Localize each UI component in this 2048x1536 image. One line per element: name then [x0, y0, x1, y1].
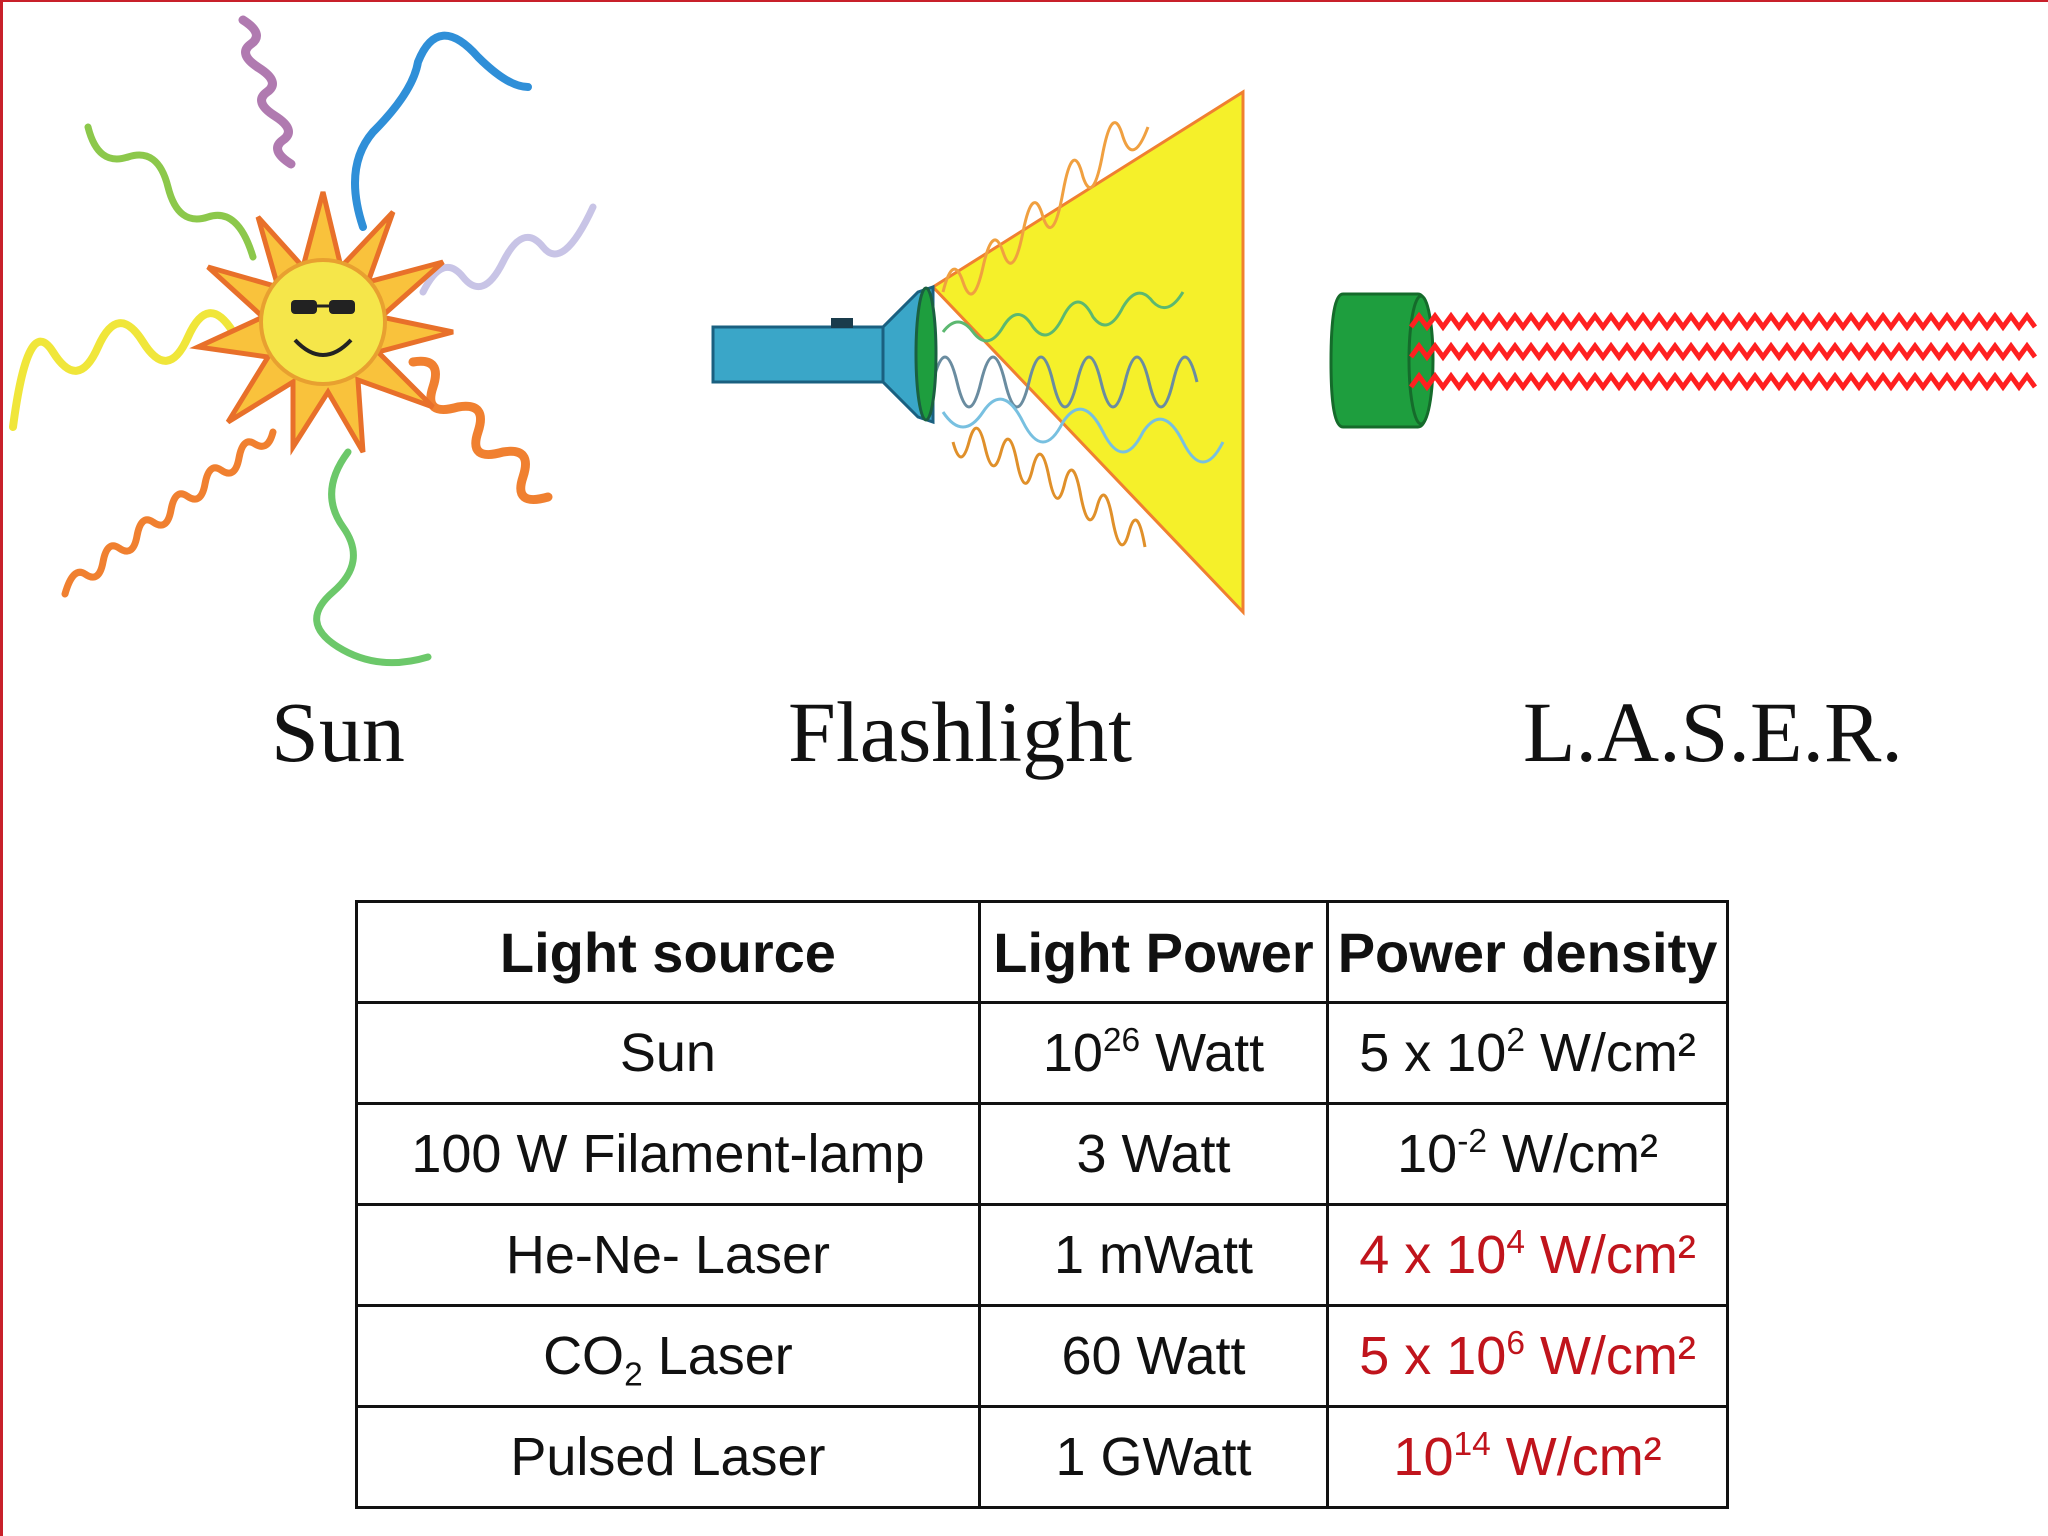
flashlight-switch — [831, 318, 853, 328]
beam-wave-gray — [931, 355, 1199, 409]
cell-source: He-Ne- Laser — [355, 1203, 981, 1307]
sun-ray-blue — [351, 31, 532, 231]
caption-flashlight: Flashlight — [788, 684, 1133, 780]
laser-beam-1 — [1408, 311, 2038, 332]
sun-ray-lavender — [419, 203, 597, 296]
sun-illustration — [9, 15, 597, 667]
sun-ray-green-bottom — [313, 448, 432, 667]
sun-ray-orange-right — [408, 356, 553, 504]
cell-density: 5 x 102 W/cm² — [1326, 1001, 1729, 1105]
flashlight-handle — [711, 325, 885, 384]
sun-icon — [189, 191, 454, 456]
cell-density: 4 x 104 W/cm² — [1326, 1203, 1729, 1307]
header-power-density: Power density — [1326, 900, 1729, 1004]
flashlight-lens — [914, 286, 938, 422]
caption-laser: L.A.S.E.R. — [1523, 684, 1903, 780]
header-light-power: Light Power — [977, 900, 1330, 1004]
table-row: CO2 Laser 60 Watt 5 x 106 W/cm² — [355, 1304, 1729, 1408]
caption-sun: Sun — [271, 684, 405, 780]
sun-ray-purple — [238, 15, 296, 169]
sun-ray-orange-bottom — [61, 428, 277, 598]
laser-beam-group — [1408, 311, 2038, 392]
cell-power: 1 mWatt — [977, 1203, 1330, 1307]
cell-source: CO2 Laser — [355, 1304, 981, 1408]
sun-ray-green-top — [84, 123, 257, 261]
table-row: 100 W Filament-lamp 3 Watt 10-2 W/cm² — [355, 1102, 1729, 1206]
beam-wave-green — [941, 291, 1185, 343]
sun-ray-yellow — [9, 309, 237, 431]
cell-power: 1 GWatt — [977, 1405, 1330, 1509]
laser-beam-3 — [1408, 371, 2038, 392]
cell-source: Pulsed Laser — [355, 1405, 981, 1509]
beam-wave-blue — [941, 397, 1225, 464]
cell-power: 60 Watt — [977, 1304, 1330, 1408]
cell-density: 5 x 106 W/cm² — [1326, 1304, 1729, 1408]
table-header-row: Light source Light Power Power density — [355, 900, 1729, 1004]
table-row: Pulsed Laser 1 GWatt 1014 W/cm² — [355, 1405, 1729, 1509]
flashlight-illustration — [711, 89, 1245, 616]
flashlight-beam — [930, 89, 1245, 616]
laser-beam-2 — [1408, 341, 2038, 362]
cell-power: 1026 Watt — [977, 1001, 1330, 1105]
cell-power: 3 Watt — [977, 1102, 1330, 1206]
light-source-table: Light source Light Power Power density S… — [355, 900, 1729, 1509]
beam-wave-orange-top — [941, 121, 1150, 296]
cell-source: Sun — [355, 1001, 981, 1105]
cell-density: 10-2 W/cm² — [1326, 1102, 1729, 1206]
beam-wave-orange-bottom — [951, 426, 1147, 548]
cell-source: 100 W Filament-lamp — [355, 1102, 981, 1206]
table-row: He-Ne- Laser 1 mWatt 4 x 104 W/cm² — [355, 1203, 1729, 1307]
table-row: Sun 1026 Watt 5 x 102 W/cm² — [355, 1001, 1729, 1105]
laser-illustration — [1329, 292, 2038, 429]
cell-density: 1014 W/cm² — [1326, 1405, 1729, 1509]
header-light-source: Light source — [355, 900, 981, 1004]
